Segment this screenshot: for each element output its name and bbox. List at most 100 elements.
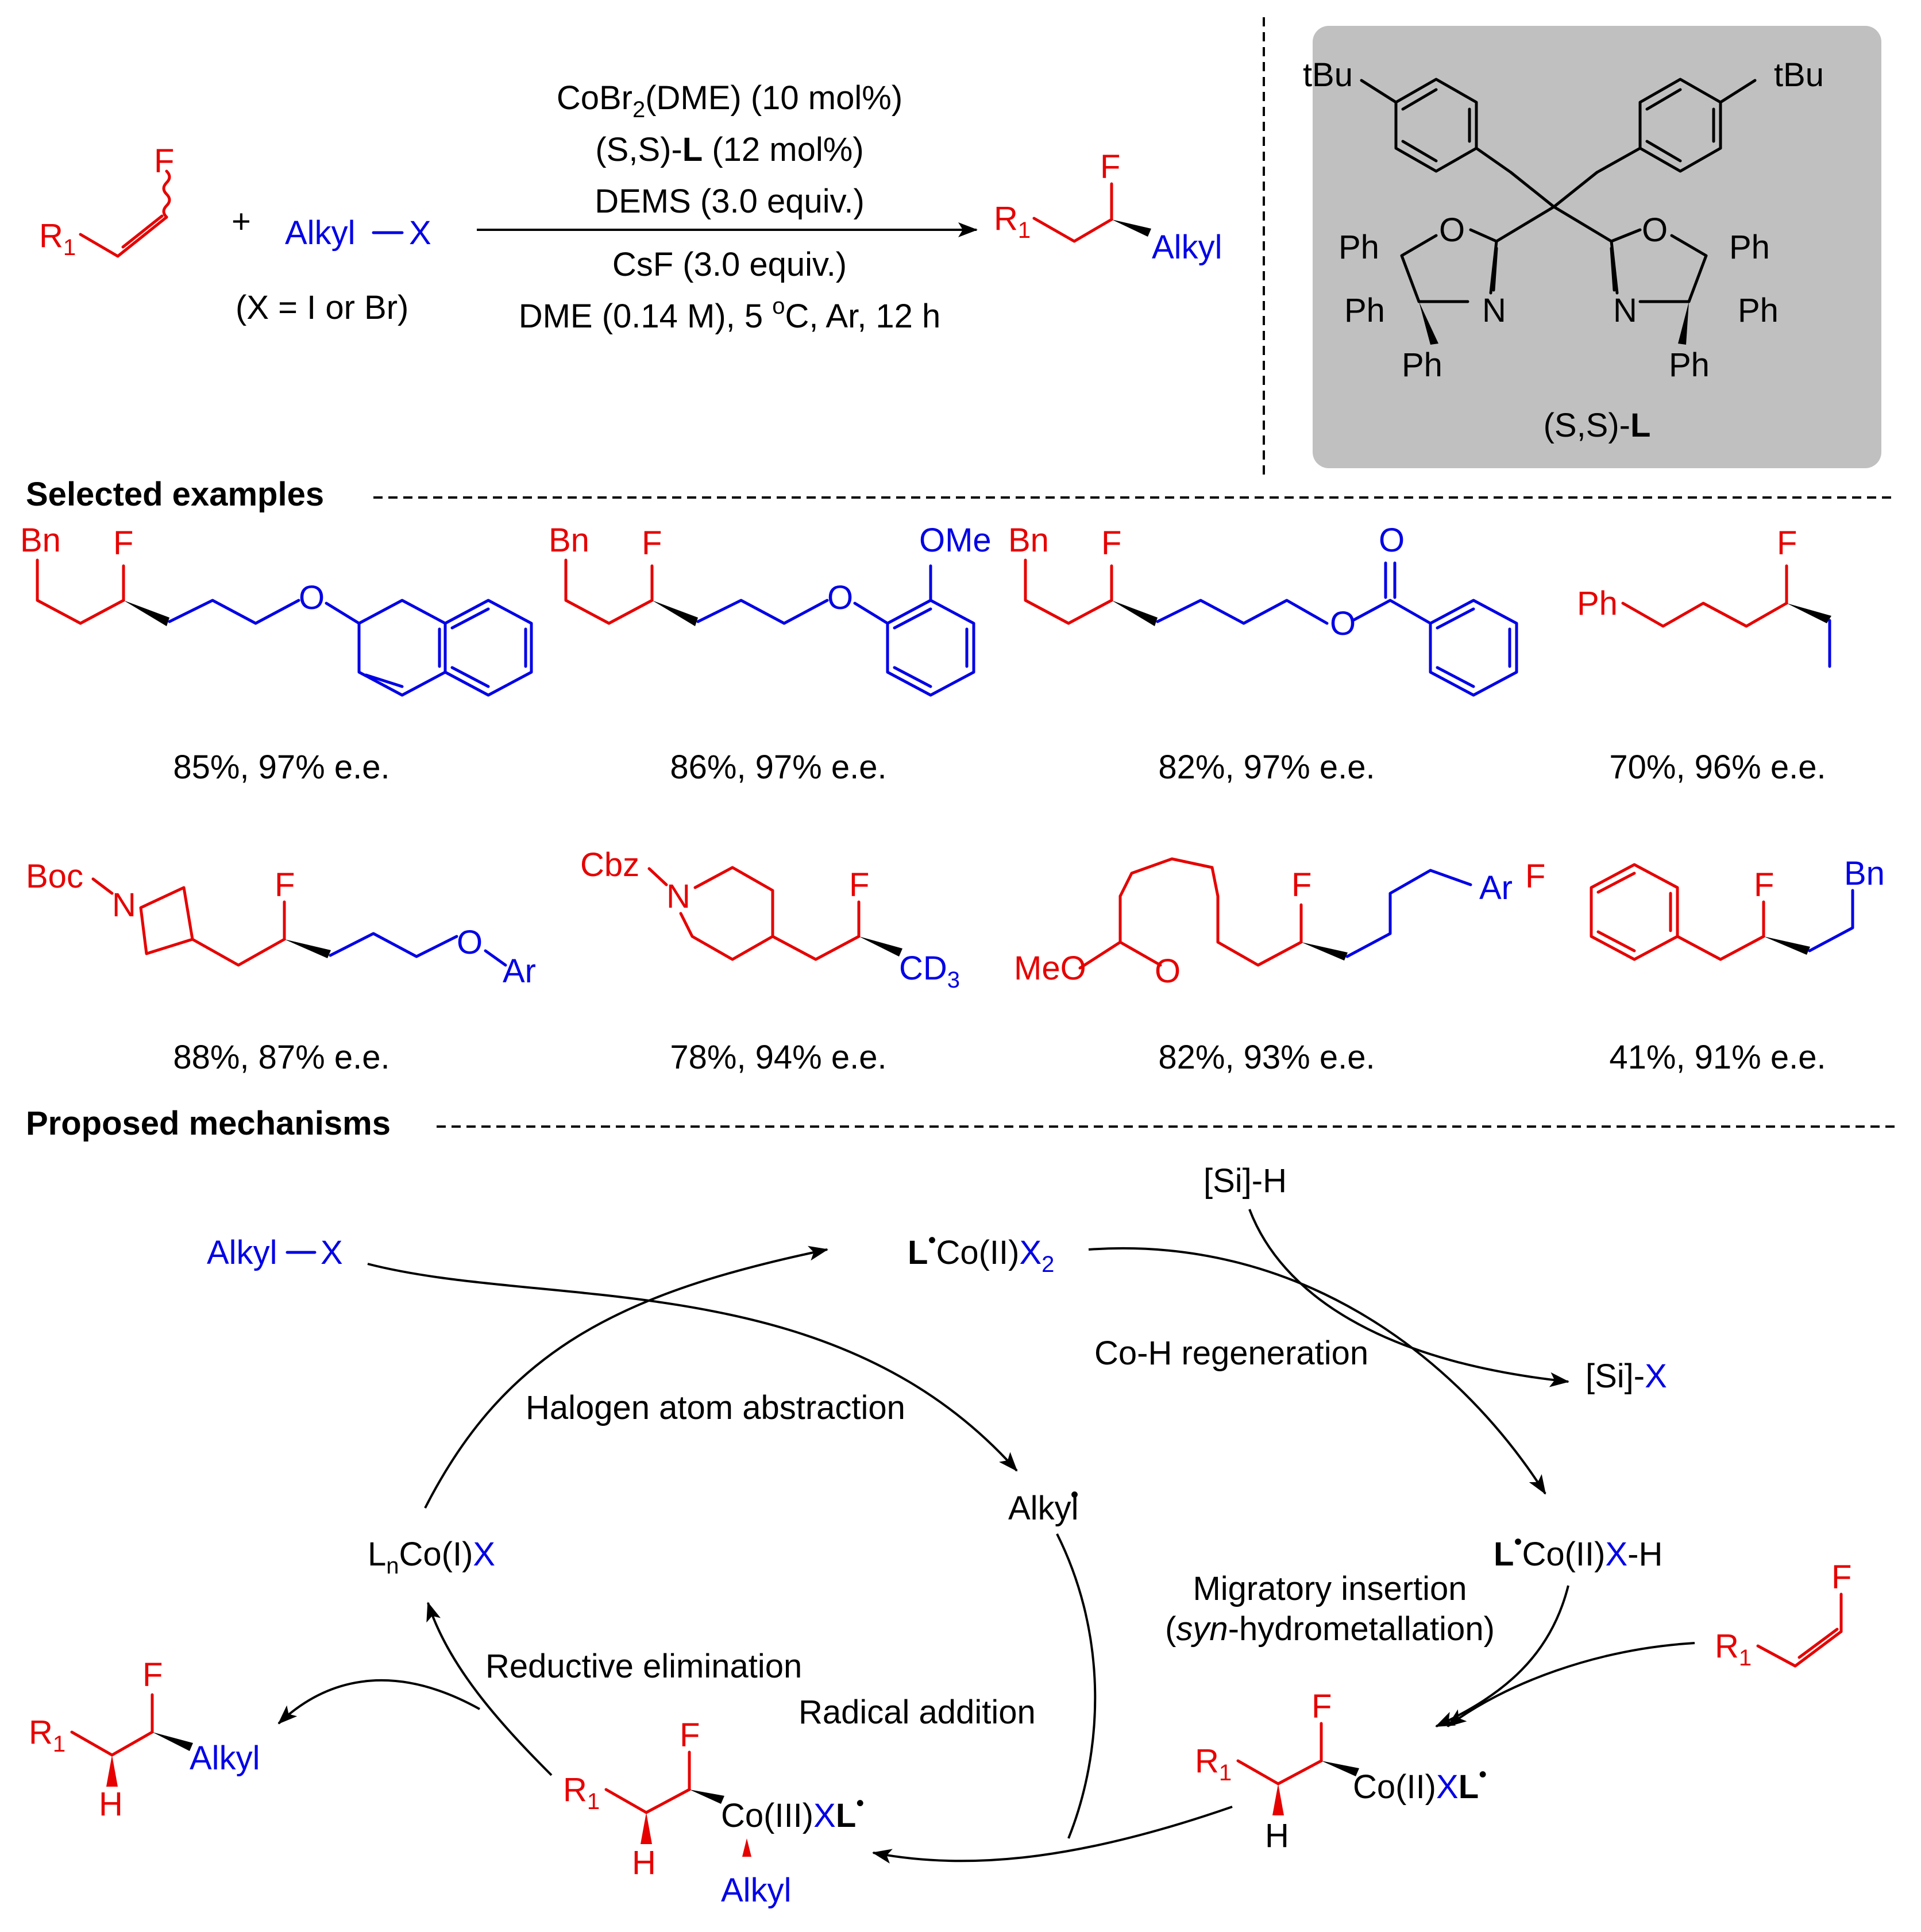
example-4-structure: Ph F [1577, 525, 1831, 668]
svg-text:Alkyl: Alkyl [207, 1234, 277, 1271]
svg-text:F: F [1754, 866, 1774, 904]
svg-text:Co(II)XL•: Co(II)XL• [1353, 1762, 1487, 1806]
svg-text:Bn: Bn [1008, 522, 1049, 559]
svg-text:Bn: Bn [1844, 855, 1885, 892]
svg-text:Ph: Ph [1344, 292, 1385, 329]
svg-text:Alkyl: Alkyl [721, 1872, 791, 1909]
svg-text:Ph: Ph [1338, 229, 1379, 266]
svg-text:F: F [849, 866, 869, 904]
svg-text:O: O [457, 924, 483, 961]
svg-text:Ph: Ph [1729, 229, 1770, 266]
mech-si-h: [Si]-H [1203, 1162, 1287, 1200]
mech-lco2x2: L•Co(II)X2 [908, 1228, 1054, 1277]
example-1-result: 85%, 97% e.e. [173, 749, 389, 786]
svg-text:O: O [1642, 211, 1668, 249]
svg-text:Boc: Boc [26, 858, 83, 895]
mechanism-arrows [277, 1209, 1695, 1864]
reaction-equation: R1 F + Alkyl X (X = I or Br) CoBr2(DME) … [39, 79, 1222, 335]
svg-text:CoBr2(DME) (10 mol%): CoBr2(DME) (10 mol%) [557, 79, 902, 122]
mech-co2-intermediate: R1 F Co(II)XL• H [1195, 1688, 1487, 1854]
svg-text:R1: R1 [563, 1771, 600, 1814]
svg-text:H: H [632, 1844, 656, 1881]
example-3-result: 82%, 97% e.e. [1158, 749, 1375, 786]
svg-text:F: F [1311, 1688, 1332, 1725]
svg-text:MeO: MeO [1014, 950, 1086, 987]
svg-text:N: N [666, 878, 691, 915]
svg-text:F: F [1101, 525, 1121, 562]
svg-text:F: F [1777, 525, 1797, 562]
example-2-result: 86%, 97% e.e. [670, 749, 886, 786]
svg-text:O: O [1439, 211, 1465, 249]
svg-text:N: N [112, 886, 136, 924]
example-7-result: 82%, 93% e.e. [1158, 1039, 1375, 1076]
mech-alkyl-halide: Alkyl X [207, 1234, 343, 1271]
example-1-structure: Bn F O [20, 522, 533, 697]
svg-text:F: F [142, 1656, 163, 1694]
svg-text:F: F [154, 142, 174, 180]
example-8-result: 41%, 91% e.e. [1609, 1039, 1826, 1076]
example-5-structure: Boc N F O Ar [26, 858, 536, 990]
svg-text:R1: R1 [1195, 1742, 1232, 1786]
svg-text:Ar: Ar [1479, 869, 1513, 907]
examples-header: Selected examples [26, 476, 324, 513]
svg-text:Ph: Ph [1738, 292, 1779, 329]
svg-text:Alkyl: Alkyl [1152, 229, 1222, 266]
svg-text:O: O [1330, 605, 1356, 642]
svg-text:CsF (3.0 equiv.): CsF (3.0 equiv.) [612, 246, 847, 283]
label-reductive-elimination: Reductive elimination [485, 1648, 802, 1685]
ligand-box: tBu tBu O N Ph Ph Ph O N Ph Ph Ph (S,S)-… [1303, 26, 1881, 468]
svg-text:F: F [113, 525, 133, 562]
example-6-result: 78%, 94% e.e. [670, 1039, 886, 1076]
svg-text:O: O [1155, 952, 1181, 990]
label-syn-hydrometallation: (syn-hydrometallation) [1165, 1610, 1495, 1648]
svg-text:X: X [409, 214, 431, 252]
svg-text:tBu: tBu [1303, 56, 1353, 94]
label-migratory-insertion: Migratory insertion [1193, 1570, 1467, 1607]
svg-text:R1: R1 [994, 200, 1031, 243]
svg-text:Ph: Ph [1577, 585, 1618, 622]
mech-lco2xh: L•Co(II)X-H [1494, 1529, 1662, 1573]
svg-text:Cbz: Cbz [580, 846, 639, 884]
svg-text:N: N [1482, 292, 1506, 329]
mech-co3-intermediate: R1 F Co(III)XL• H Alkyl [563, 1717, 864, 1909]
mech-product: R1 F Alkyl H [29, 1656, 260, 1823]
svg-text:Ar: Ar [503, 952, 536, 990]
svg-text:R1: R1 [29, 1714, 65, 1757]
svg-text:O: O [827, 579, 853, 616]
svg-text:R1: R1 [1715, 1628, 1752, 1671]
svg-text:F: F [680, 1717, 700, 1754]
svg-text:Ph: Ph [1402, 346, 1442, 384]
svg-text:H: H [99, 1786, 123, 1823]
svg-text:R1: R1 [39, 217, 76, 260]
svg-text:Bn: Bn [20, 522, 61, 559]
svg-text:DME (0.14 M), 5 oC, Ar, 12 h: DME (0.14 M), 5 oC, Ar, 12 h [519, 294, 941, 335]
svg-text:Ph: Ph [1669, 346, 1710, 384]
svg-text:Alkyl: Alkyl [285, 214, 355, 252]
svg-text:(S,S)-L (12 mol%): (S,S)-L (12 mol%) [595, 131, 863, 168]
mech-si-x: [Si]-X [1586, 1358, 1667, 1395]
alkene-substrate: R1 F [39, 142, 174, 260]
svg-text:DEMS (3.0 equiv.): DEMS (3.0 equiv.) [595, 183, 865, 220]
conditions: CoBr2(DME) (10 mol%) (S,S)-L (12 mol%) D… [519, 79, 941, 335]
svg-text:F: F [1100, 148, 1120, 186]
svg-text:tBu: tBu [1774, 56, 1824, 94]
x-note: (X = I or Br) [236, 289, 408, 326]
svg-text:O: O [299, 579, 325, 616]
svg-text:N: N [1613, 292, 1637, 329]
example-7-structure: MeO F O Ar [1014, 857, 1513, 990]
svg-text:OMe: OMe [919, 522, 992, 559]
mechanism-header: Proposed mechanisms [26, 1105, 391, 1142]
svg-text:Co(III)XL•: Co(III)XL• [721, 1791, 864, 1834]
svg-text:O: O [1379, 522, 1405, 559]
example-2-structure: Bn F O OMe [549, 522, 992, 697]
svg-text:F: F [275, 866, 295, 904]
example-3-structure: Bn F O O [1008, 522, 1518, 697]
label-radical-addition: Radical addition [799, 1694, 1036, 1731]
svg-text:H: H [1265, 1817, 1289, 1854]
alkyl-halide: Alkyl X [285, 214, 431, 252]
example-5-result: 88%, 87% e.e. [173, 1039, 389, 1076]
svg-text:F: F [1831, 1559, 1851, 1596]
svg-text:Alkyl: Alkyl [190, 1740, 260, 1777]
example-8-structure: F F Bn [1525, 855, 1885, 961]
